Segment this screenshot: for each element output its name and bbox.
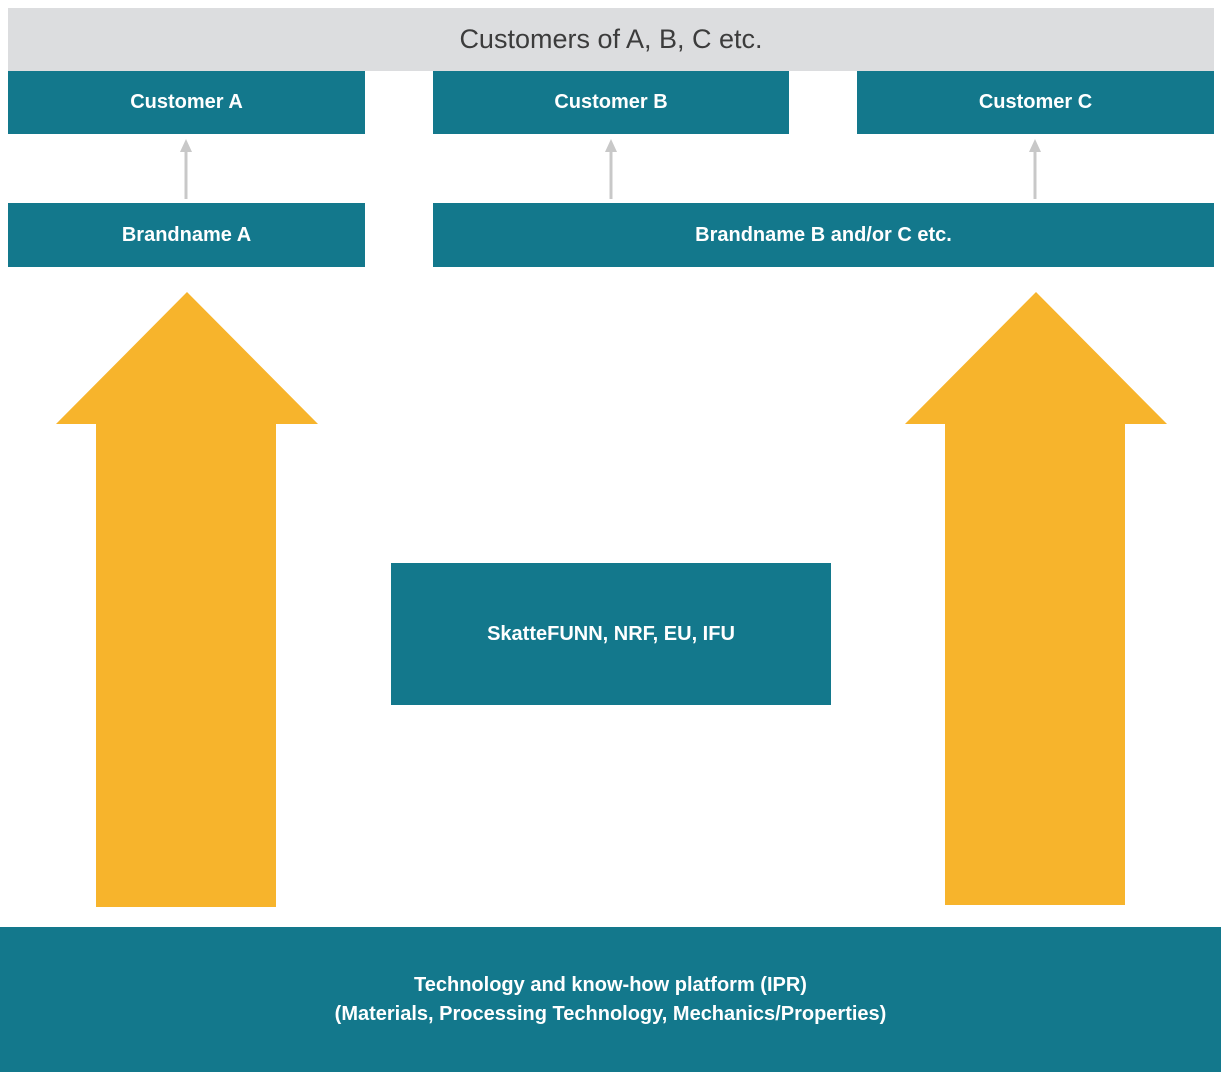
customer-b-box: Customer B (433, 71, 789, 134)
platform-line-2: (Materials, Processing Technology, Mecha… (334, 1002, 887, 1025)
customers-header-title: Customers of A, B, C etc. (459, 24, 763, 54)
platform-box: Technology and know-how platform (IPR) (… (0, 927, 1221, 1072)
platform-line-1: Technology and know-how platform (IPR) (414, 973, 807, 996)
customer-b-label: Customer B (554, 91, 668, 113)
brandname-bc-label: Brandname B and/or C etc. (695, 223, 952, 246)
funding-label: SkatteFUNN, NRF, EU, IFU (487, 622, 735, 645)
brandname-bc-box: Brandname B and/or C etc. (433, 203, 1214, 267)
customers-header: Customers of A, B, C etc. (8, 8, 1214, 71)
customer-a-box: Customer A (8, 71, 365, 134)
big-up-arrow-right (905, 292, 1167, 905)
big-up-arrow-left (56, 292, 318, 907)
connector-arrow-c (1029, 139, 1041, 199)
customer-a-label: Customer A (130, 91, 243, 113)
funding-box: SkatteFUNN, NRF, EU, IFU (391, 563, 831, 705)
connector-arrow-a (180, 139, 192, 199)
brandname-a-label: Brandname A (121, 223, 252, 246)
brandname-a-box: Brandname A (8, 203, 365, 267)
connector-arrow-b (605, 139, 617, 199)
customer-c-box: Customer C (857, 71, 1214, 134)
customer-c-label: Customer C (978, 91, 1093, 113)
